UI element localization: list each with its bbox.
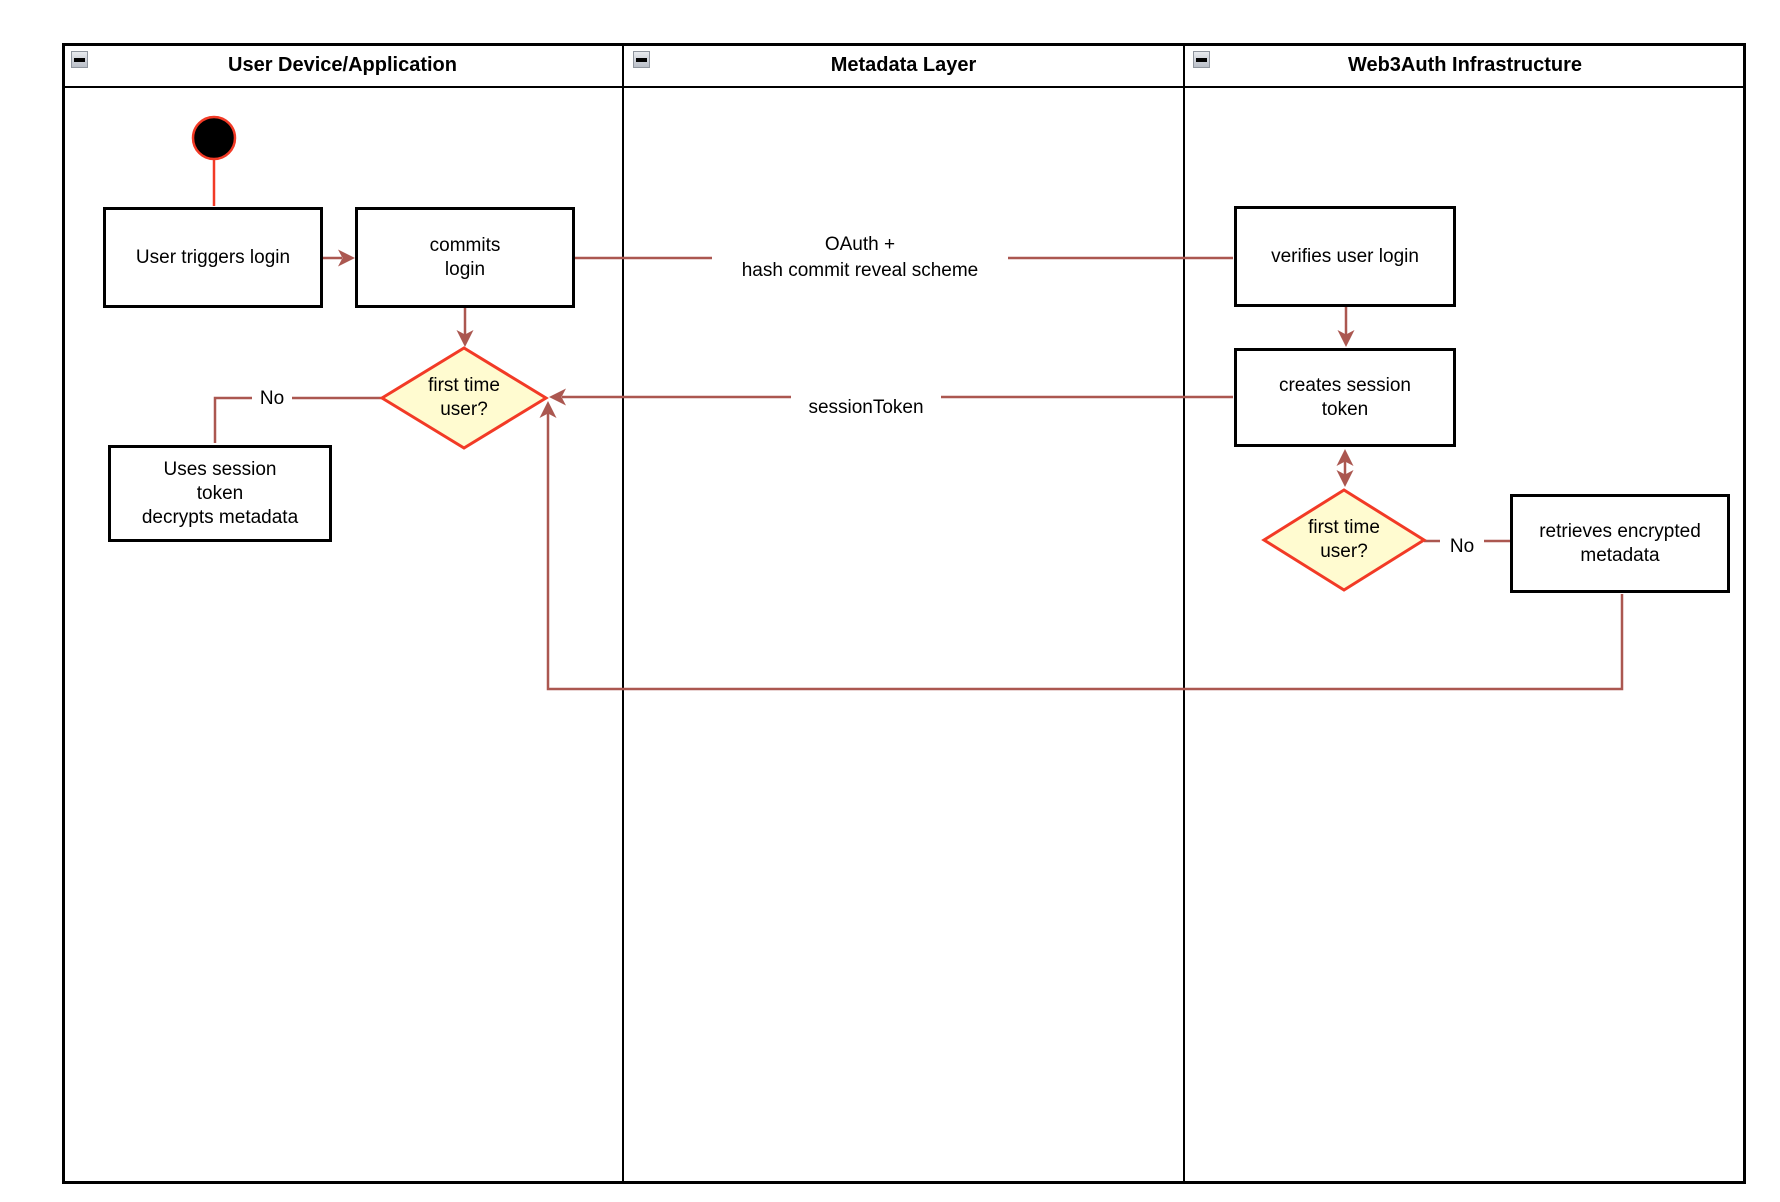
- minus-icon: [1196, 57, 1207, 62]
- lane-title-web3auth: Web3Auth Infrastructure: [1347, 54, 1583, 76]
- edge-label-oauth: OAuth + hash commit reveal scheme: [712, 231, 1008, 285]
- lane-header-separator: [62, 86, 1746, 88]
- decision-label-first-time-user-infra: first time user?: [1308, 517, 1380, 562]
- lane-title-metadata-layer: Metadata Layer: [830, 54, 977, 76]
- minus-icon: [636, 57, 647, 62]
- node-uses-session-token[interactable]: Uses session token decrypts metadata: [108, 445, 332, 542]
- node-retrieves-encrypted-metadata[interactable]: retrieves encrypted metadata: [1510, 494, 1730, 593]
- lane-divider-1: [622, 43, 624, 1184]
- node-user-triggers-login[interactable]: User triggers login: [103, 207, 323, 308]
- edge-label-no-device: No: [252, 385, 292, 412]
- edge-label-session-token: sessionToken: [791, 393, 941, 422]
- collapse-lane-button[interactable]: [633, 51, 650, 68]
- edge-label-no-infra: No: [1440, 533, 1484, 560]
- lane-title-user-device: User Device/Application: [228, 54, 457, 76]
- collapse-lane-button[interactable]: [71, 51, 88, 68]
- node-commits-login[interactable]: commits login: [355, 207, 575, 308]
- lane-divider-2: [1183, 43, 1185, 1184]
- minus-icon: [74, 57, 85, 62]
- collapse-lane-button[interactable]: [1193, 51, 1210, 68]
- node-creates-session-token[interactable]: creates session token: [1234, 348, 1456, 447]
- node-verifies-user-login[interactable]: verifies user login: [1234, 206, 1456, 307]
- decision-label-first-time-user-device: first time user?: [428, 375, 500, 420]
